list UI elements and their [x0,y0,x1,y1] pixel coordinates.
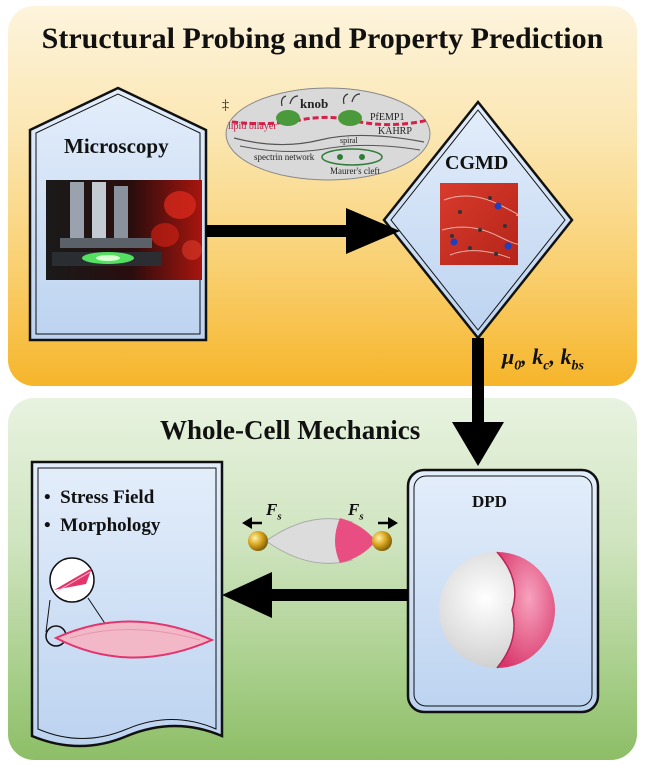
pfemp1-label: PfEMP1 [370,112,405,123]
results-cell-zoom [45,557,109,647]
knob-schematic [225,87,431,181]
param-mu0: μ0 [502,344,522,374]
spectrin-network-label: spectrin network [254,152,315,162]
kahrp-label: KAHRP [378,126,412,137]
dpd-cell-sphere [439,551,555,669]
top-panel-title: Structural Probing and Property Predicti… [41,22,604,55]
bullet-morphology: • Morphology [44,515,161,536]
lipid-bilayer-label: lipid bilayer [228,121,277,132]
force-label-right: Fs [348,500,364,523]
bullet-stress-field: • Stress Field [44,487,155,508]
bottom-panel-title: Whole-Cell Mechanics [160,415,421,445]
arrow-microscopy-to-cgmd [206,208,400,254]
spiral-label: spiral [340,136,358,145]
knob-label: knob [300,96,329,111]
results-stretched-cell [53,620,215,659]
param-kbs: kbs [560,344,584,374]
force-label-left: Fs [266,500,282,523]
microscope-photo [46,180,202,280]
results-bullets: • Stress Field • Morphology [44,484,160,540]
maurers-cleft-label: Maurer's cleft [330,166,380,176]
stretched-cell [242,517,398,564]
arrow-dpd-to-results [222,572,408,618]
cgmd-label: CGMD [445,152,509,174]
microscopy-label: Microscopy [64,134,169,158]
param-kc: kc [532,344,550,374]
dagger-symbol: ‡ [222,98,229,113]
cgmd-simulation-image [440,183,521,265]
parameters-label: μ0, kc, kbs [502,344,584,374]
results-document [30,460,224,748]
arrow-cgmd-to-dpd [452,338,504,466]
dpd-label: DPD [472,492,507,511]
